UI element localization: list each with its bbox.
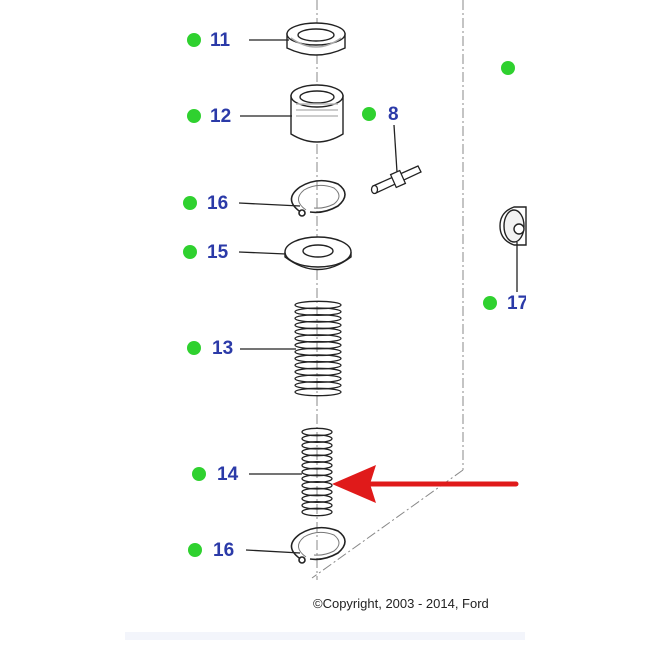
part-16-snap-ring-bottom	[290, 526, 346, 564]
spring-coil	[294, 307, 342, 317]
callout-dot-8	[362, 107, 376, 121]
callout-dot-15	[183, 245, 197, 259]
leader-16-bottom	[245, 549, 301, 554]
callout-dot-14	[192, 467, 206, 481]
red-indicator-arrow	[332, 465, 519, 503]
callout-dot-13	[187, 341, 201, 355]
right-clip-mask	[527, 0, 650, 650]
spring-coil	[301, 467, 333, 477]
callout-label-17[interactable]: 17	[507, 294, 526, 313]
leader-16-top	[238, 202, 301, 207]
callout-dot-17	[483, 296, 497, 310]
callout-label-14[interactable]: 14	[217, 464, 239, 485]
center-lines	[311, 0, 464, 580]
callout-label-15[interactable]: 15	[207, 242, 229, 263]
spring-coil	[301, 427, 333, 437]
spring-coil	[294, 334, 342, 343]
spring-coil	[294, 380, 342, 390]
spring-coil	[294, 387, 342, 397]
part-14-small-spring	[301, 427, 333, 517]
copyright-text: ©Copyright, 2003 - 2014, Ford	[313, 596, 489, 611]
part-8-pin	[370, 165, 422, 195]
spring-coil	[301, 454, 333, 463]
leader-15	[238, 251, 287, 255]
spring-coil	[294, 374, 342, 383]
spring-coil	[294, 314, 342, 323]
callout-label-16-top[interactable]: 16	[207, 193, 229, 214]
spring-coil	[301, 487, 333, 497]
callout-dot-16-top	[183, 196, 197, 210]
callout-dot-11	[187, 33, 201, 47]
callout-dot-12	[187, 109, 201, 123]
callout-dot-unlabeled	[501, 61, 515, 75]
spring-coil	[301, 441, 333, 450]
bottom-strip	[125, 632, 525, 640]
spring-coil	[301, 461, 333, 470]
part-15-washer	[284, 236, 352, 271]
spring-coil	[294, 320, 342, 330]
spring-coil	[301, 481, 333, 490]
part-17-bushing-partial	[499, 206, 527, 246]
spring-coil	[301, 447, 333, 457]
part-12-bushing	[290, 84, 344, 143]
spring-coil	[294, 347, 342, 357]
diagonal-boundary-line	[311, 469, 464, 579]
part-13-large-spring	[294, 300, 342, 397]
spring-coil	[294, 327, 342, 337]
callout-label-12[interactable]: 12	[210, 106, 232, 127]
spring-coil	[294, 340, 342, 350]
spring-coil	[301, 501, 333, 510]
spring-coil	[301, 507, 333, 517]
callout-label-13[interactable]: 13	[212, 338, 234, 359]
callout-label-11[interactable]: 11	[210, 30, 231, 51]
spring-coil	[301, 434, 333, 443]
callout-label-16-bottom[interactable]: 16	[213, 540, 235, 561]
callout-label-8[interactable]: 8	[388, 104, 399, 125]
spring-coil	[294, 300, 342, 310]
callout-dot-16-bottom	[188, 543, 202, 557]
spring-coil	[294, 367, 342, 377]
spring-coil	[294, 354, 342, 363]
spring-coil	[301, 474, 333, 483]
leader-8	[393, 124, 398, 173]
part-16-snap-ring-top	[290, 179, 346, 217]
spring-coil	[294, 360, 342, 370]
part-11-cap	[286, 22, 346, 56]
spring-coil	[301, 494, 333, 503]
